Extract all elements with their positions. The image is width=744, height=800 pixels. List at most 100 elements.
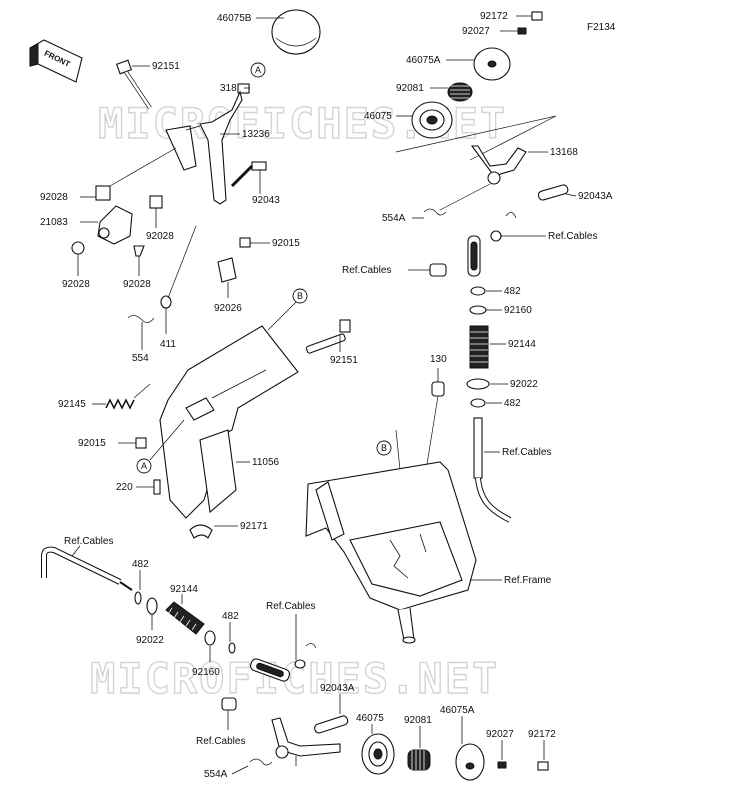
label-92028-a: 92028 <box>40 192 68 203</box>
label-92160-l: 92160 <box>192 667 220 678</box>
screw-92172-bottom <box>537 761 549 771</box>
pin-92043a-bottom <box>314 715 349 734</box>
label-92027-top: 92027 <box>462 26 490 37</box>
clip-482-l2 <box>228 642 236 654</box>
label-92026: 92026 <box>214 303 242 314</box>
bolt-92043 <box>251 161 267 171</box>
label-130: 130 <box>430 354 447 365</box>
label-554a-bottom: 554A <box>204 769 228 780</box>
label-46075-top: 46075 <box>364 111 392 122</box>
callout-a-top <box>250 62 266 78</box>
bracket-11056 <box>159 325 299 519</box>
nut-92027-top <box>517 27 527 35</box>
spring-92145 <box>105 398 135 410</box>
cable-right <box>473 417 512 523</box>
label-554a-top: 554A <box>382 213 406 224</box>
spring-92081-bottom <box>407 749 431 771</box>
front-arrow-icon: FRONT <box>29 39 83 83</box>
bushing-92028-b <box>149 195 163 209</box>
nut-92015-top <box>239 237 251 248</box>
nut-318 <box>237 83 250 94</box>
pivot-21083 <box>97 205 133 245</box>
clamp-92171 <box>189 524 213 539</box>
pin-554a-top <box>423 208 447 216</box>
label-92043a-bottom: 92043A <box>320 683 355 694</box>
label-refcables-l2: Ref.Cables <box>266 601 315 612</box>
screw-220 <box>153 479 161 495</box>
watermark-bottom: MICROFICHES.NET <box>90 654 499 703</box>
washer-92160-l <box>204 630 216 646</box>
bracket-92026 <box>217 257 237 283</box>
label-refcables-l1: Ref.Cables <box>64 536 113 547</box>
label-46075b-top: 46075B <box>217 13 252 24</box>
label-554-left: 554 <box>132 353 149 364</box>
label-482-r2: 482 <box>504 398 521 409</box>
label-92015-top: 92015 <box>272 238 300 249</box>
frame-assembly <box>305 461 477 644</box>
shift-lever-13236 <box>165 90 243 205</box>
label-92145: 92145 <box>58 399 86 410</box>
label-92022-r: 92022 <box>510 379 538 390</box>
label-92028-c: 92028 <box>62 279 90 290</box>
label-11056: 11056 <box>252 457 280 468</box>
collar-46075-top <box>411 101 453 139</box>
label-92160-r: 92160 <box>504 305 532 316</box>
label-refcables-r1: Ref.Cables <box>548 231 597 242</box>
clip-bottom <box>305 643 317 649</box>
clip-482-l1 <box>134 591 142 605</box>
figure-code: F2134 <box>587 22 616 33</box>
label-92022-l: 92022 <box>136 635 164 646</box>
callout-a-mid-text: A <box>141 461 147 471</box>
label-92172-bottom: 92172 <box>528 729 556 740</box>
callout-b-mid-text: B <box>381 443 387 453</box>
label-92043: 92043 <box>252 195 280 206</box>
label-21083: 21083 <box>40 217 68 228</box>
callout-b-top <box>292 288 308 304</box>
label-92081-bottom: 92081 <box>404 715 432 726</box>
label-92081-top: 92081 <box>396 83 424 94</box>
spring-92081-top <box>447 82 473 102</box>
cable-left <box>41 546 133 591</box>
label-92015-mid: 92015 <box>78 438 106 449</box>
nut-92015-mid <box>135 437 147 449</box>
spring-92144-l <box>165 601 205 635</box>
arm-13168-top <box>470 145 527 185</box>
label-92027-bottom: 92027 <box>486 729 514 740</box>
pin-554-left <box>127 315 155 323</box>
label-92043a-top: 92043A <box>578 191 613 202</box>
label-220: 220 <box>116 482 133 493</box>
label-92151-top: 92151 <box>152 61 180 72</box>
knob-46075b <box>271 9 321 55</box>
knob-46075a-top <box>473 47 511 81</box>
pin-refcables-bottom <box>221 697 237 711</box>
bushing-92028-a <box>95 185 111 201</box>
label-482-r1: 482 <box>504 286 521 297</box>
callout-a-top-text: A <box>255 65 261 75</box>
slotted-link-bottom <box>250 658 290 682</box>
nut-92027-bottom <box>497 761 507 769</box>
screw-92172-top <box>531 11 543 21</box>
arm-13168-bottom <box>271 717 341 759</box>
label-92151-mid: 92151 <box>330 355 358 366</box>
label-92172-top: 92172 <box>480 11 508 22</box>
pin-554a-bottom <box>249 758 273 766</box>
label-refcables-r2: Ref.Cables <box>342 265 391 276</box>
label-92144-r: 92144 <box>508 339 536 350</box>
washer-92022-l <box>146 597 158 615</box>
label-92171: 92171 <box>240 521 268 532</box>
callout-b-mid <box>376 440 392 456</box>
label-92144-l: 92144 <box>170 584 198 595</box>
clip-482-r1 <box>470 286 486 296</box>
bushing-92028-c <box>71 241 85 255</box>
washer-411 <box>160 295 172 309</box>
bolt-92151-mid <box>305 319 351 354</box>
label-refcables-l3: Ref.Cables <box>196 736 245 747</box>
pin-92043a-top <box>537 184 569 201</box>
label-318: 318 <box>220 83 237 94</box>
knob-46075a-bottom <box>455 743 485 781</box>
label-refframe: Ref.Frame <box>504 575 552 586</box>
label-46075a-top: 46075A <box>406 55 441 66</box>
spring-92144-r <box>469 325 489 369</box>
pin-refcables <box>429 263 447 277</box>
